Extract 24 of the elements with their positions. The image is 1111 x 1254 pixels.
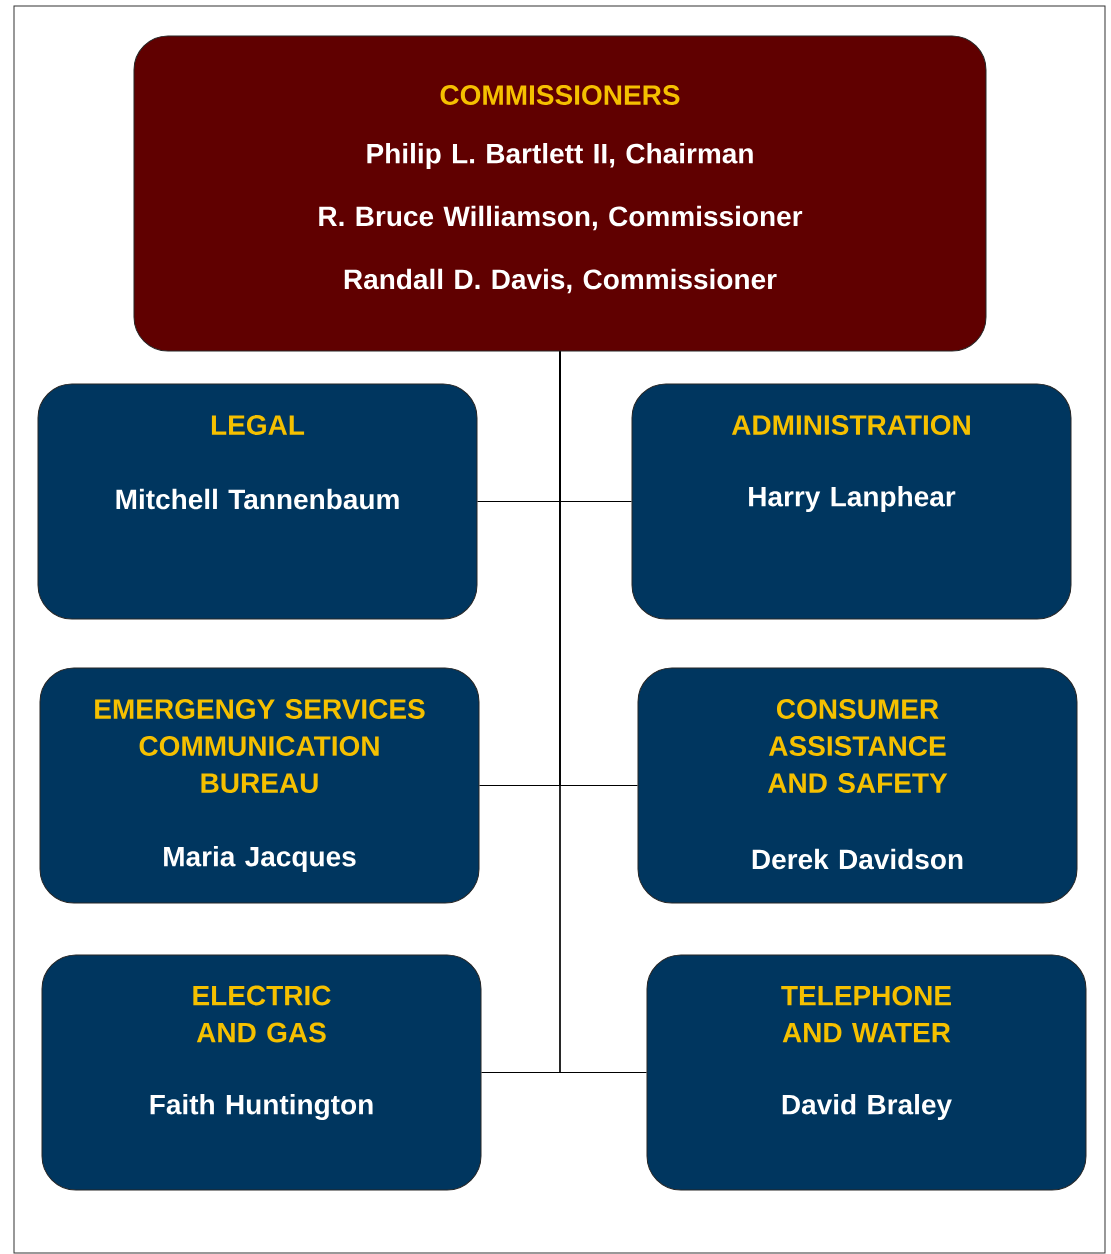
name-text: R. Bruce Williamson, Commissioner <box>319 205 803 231</box>
heading-text: COMMISSIONERS <box>440 85 680 105</box>
name-text: Maria Jacques <box>164 845 356 873</box>
department-box <box>41 954 482 1191</box>
heading-text: TELEPHONE AND WATER <box>781 985 951 1043</box>
name-text: Philip L. Bartlett II, Chairman <box>367 142 753 170</box>
connector-line <box>559 350 648 1074</box>
name-text: Harry Lanphear <box>749 485 956 513</box>
department-box <box>637 667 1078 904</box>
heading-text: ELECTRIC AND GAS <box>193 985 331 1043</box>
name-text: Derek Davidson <box>752 848 963 870</box>
heading-text: LEGAL <box>211 415 305 435</box>
name-text: David Braley <box>782 1093 952 1121</box>
heading-text: ADMINISTRATION <box>731 415 970 435</box>
department-box <box>37 383 478 620</box>
department-box <box>646 954 1087 1191</box>
heading-text: EMERGENGY SERVICES COMMUNICATION BUREAU <box>95 699 425 793</box>
name-text: Faith Huntington <box>150 1093 373 1121</box>
department-box <box>631 383 1072 620</box>
name-text: Randall D. Davis, Commissioner <box>344 268 777 294</box>
name-text: Mitchell Tannenbaum <box>116 488 399 510</box>
department-box <box>39 667 480 904</box>
heading-text: CONSUMER ASSISTANCE AND SAFETY <box>767 699 948 793</box>
commission-box <box>133 35 987 352</box>
